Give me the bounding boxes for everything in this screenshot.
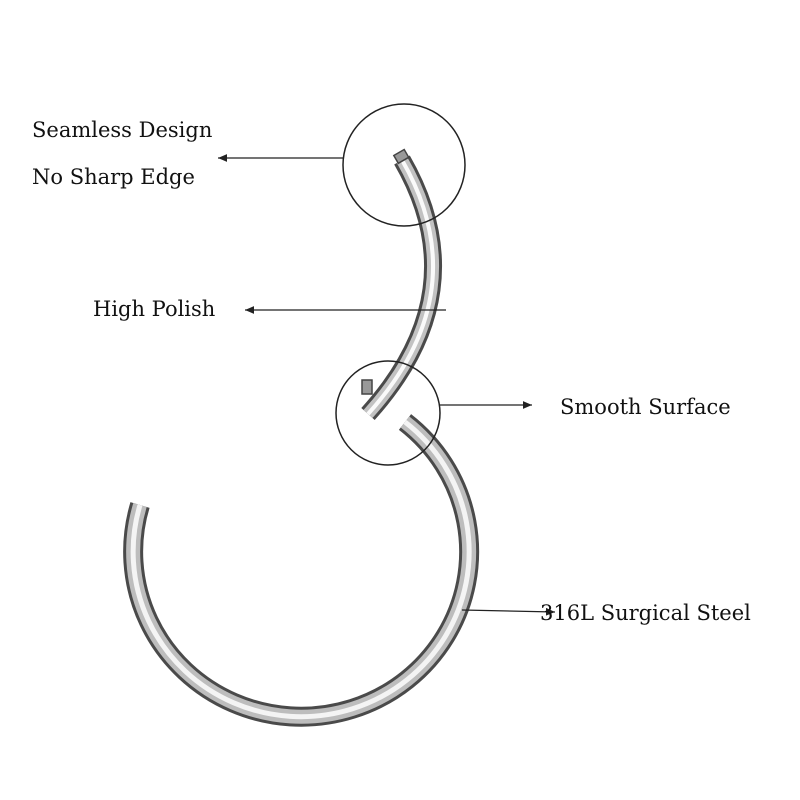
- label-smooth-surface: Smooth Surface: [560, 395, 731, 419]
- arrow-material: [461, 607, 556, 616]
- label-no-sharp-edge: No Sharp Edge: [32, 165, 195, 189]
- label-high-polish: High Polish: [93, 297, 216, 321]
- callout-circle-hinge: [335, 360, 441, 466]
- label-material: 316L Surgical Steel: [540, 601, 751, 625]
- callout-circle-top: [342, 103, 466, 227]
- hoop-ring: [123, 414, 480, 727]
- hinged-segment: [361, 148, 442, 421]
- label-seamless-design: Seamless Design: [32, 118, 213, 142]
